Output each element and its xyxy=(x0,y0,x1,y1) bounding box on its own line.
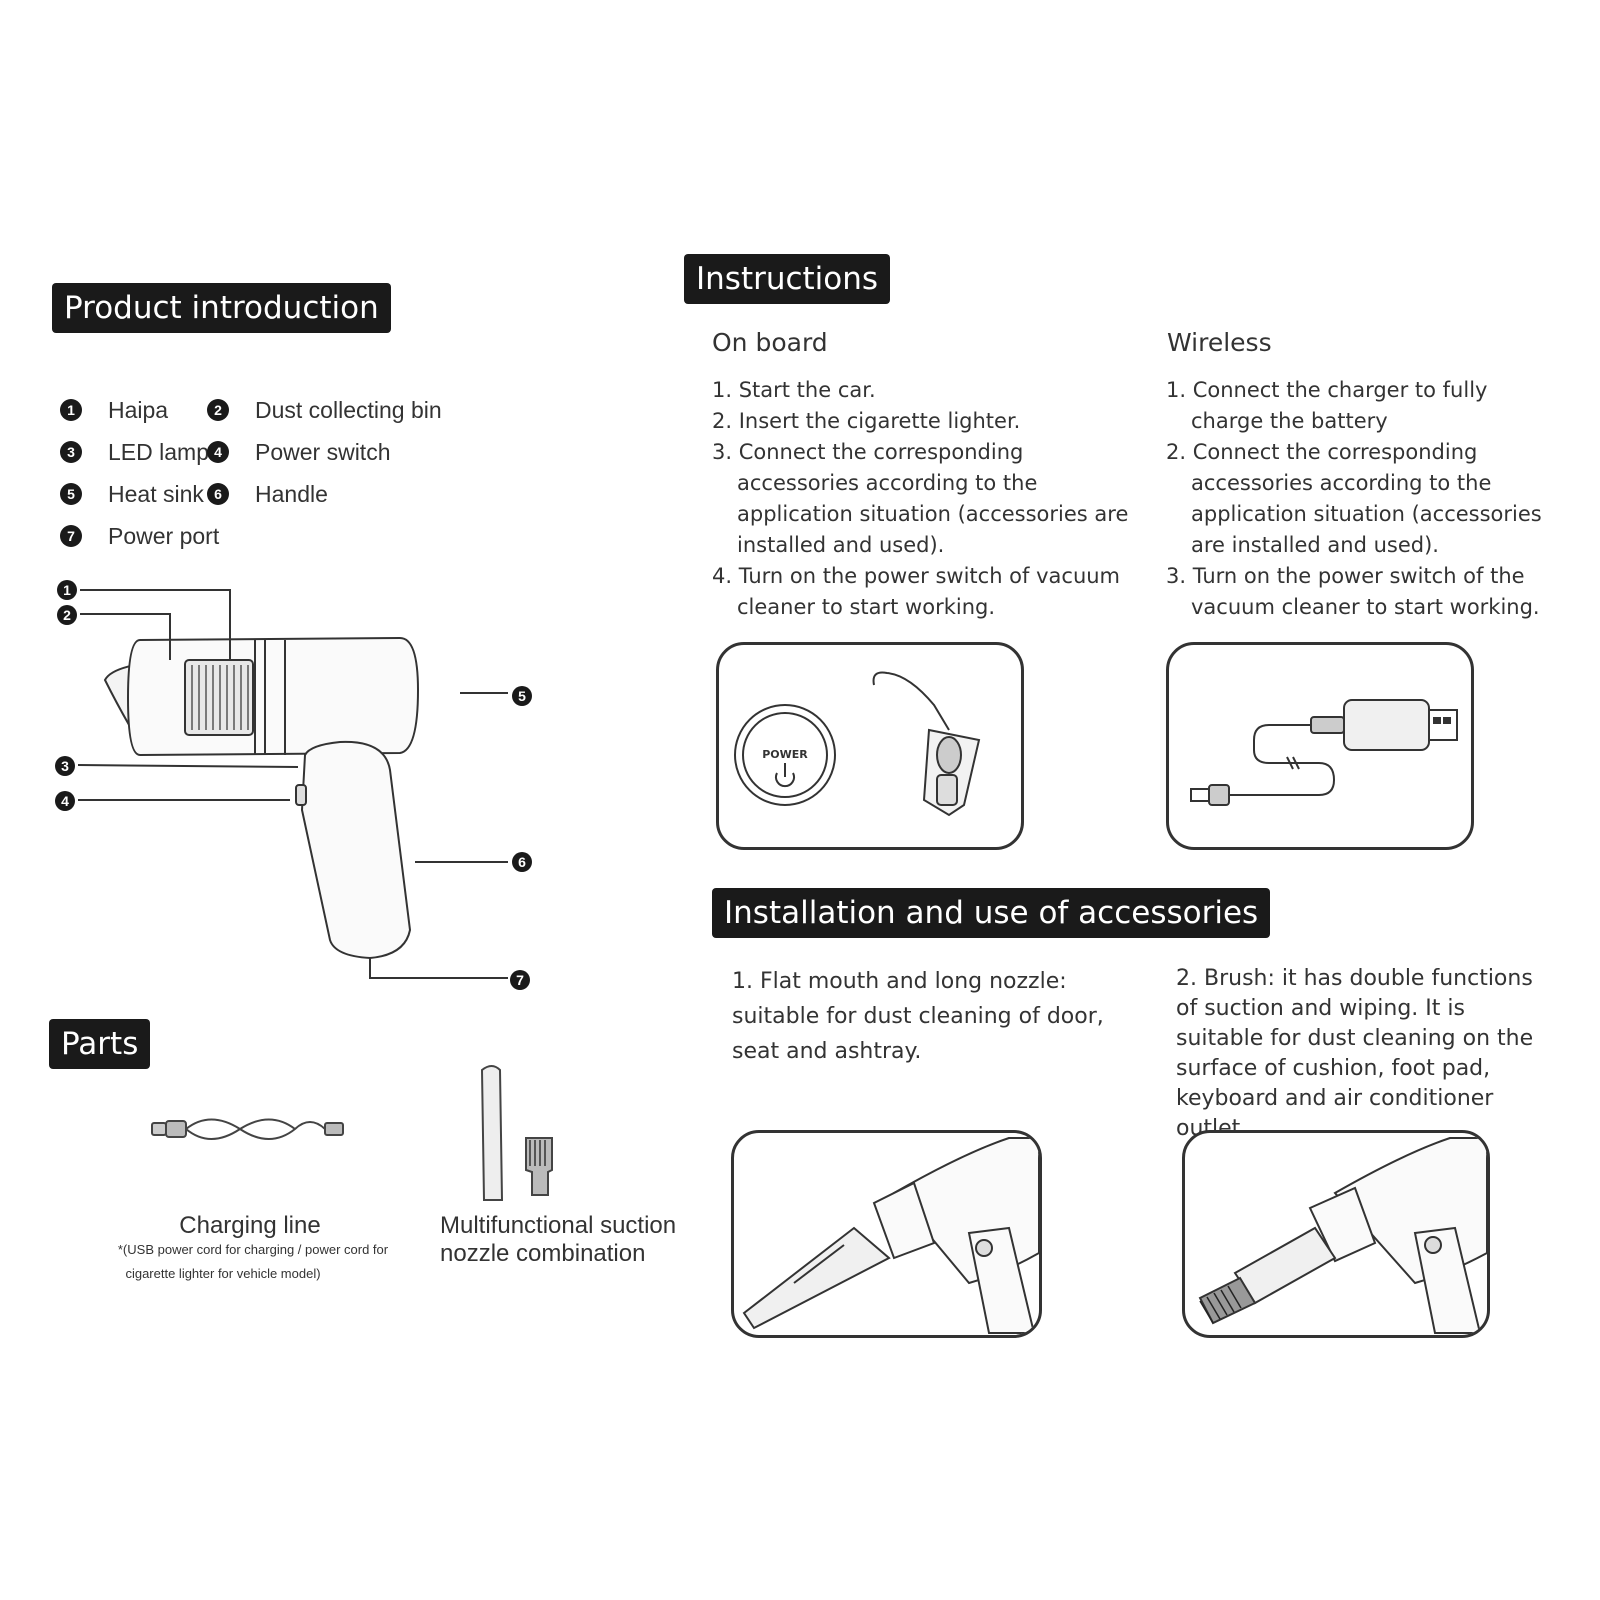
on-board-title: On board xyxy=(712,328,828,357)
callout-5: 5 xyxy=(518,688,526,704)
charging-line-image xyxy=(151,1118,344,1140)
instructions-heading: Instructions xyxy=(684,254,891,304)
power-label: POWER xyxy=(762,748,808,761)
legend-number: 6 xyxy=(207,483,229,505)
step: 3. Turn on the power switch of the vacuu… xyxy=(1166,564,1540,619)
step: 1. Start the car. xyxy=(712,378,876,402)
flat-nozzle-drawing xyxy=(742,1137,1039,1334)
callout-2: 2 xyxy=(63,607,71,623)
callout-1: 1 xyxy=(63,582,71,598)
legend-number: 1 xyxy=(60,399,82,421)
brush-drawing xyxy=(1198,1137,1487,1334)
flat-nozzle-description: 1. Flat mouth and long nozzle: suitable … xyxy=(732,969,1104,1064)
legend-number: 3 xyxy=(60,441,82,463)
legend-label: Handle xyxy=(255,481,328,507)
nozzle-combination-title: Multifunctional suction xyxy=(440,1212,677,1239)
step: 4. Turn on the power switch of vacuum cl… xyxy=(712,564,1121,619)
charging-line-note: cigarette lighter for vehicle model) xyxy=(125,1266,321,1281)
step: 2. Connect the corresponding accessories… xyxy=(1166,440,1542,557)
wireless-title: Wireless xyxy=(1167,328,1272,357)
callout-4: 4 xyxy=(61,793,69,809)
parts-legend: 1 Haipa 2 Dust collecting bin 3 LED lamp… xyxy=(60,395,480,565)
charging-line-title: Charging line xyxy=(179,1212,321,1239)
on-board-steps: 1. Start the car. 2. Insert the cigarett… xyxy=(712,375,1132,623)
wireless-illustration xyxy=(1166,642,1474,850)
callout-6: 6 xyxy=(518,854,526,870)
product-introduction-heading: Product introduction xyxy=(52,283,391,333)
power-button-and-lighter-drawing: POWER xyxy=(734,671,981,817)
legend-label: Power port xyxy=(108,523,220,549)
vacuum-cleaner-diagram: 1 2 3 4 5 6 7 xyxy=(55,580,532,990)
legend-number: 7 xyxy=(60,525,82,547)
step: 3. Connect the corresponding accessories… xyxy=(712,440,1129,557)
step: 1. Connect the charger to fully charge t… xyxy=(1166,378,1488,433)
legend-number: 4 xyxy=(207,441,229,463)
wireless-steps: 1. Connect the charger to fully charge t… xyxy=(1166,375,1566,623)
suction-nozzle-image xyxy=(480,1065,553,1201)
legend-number: 2 xyxy=(207,399,229,421)
callout-3: 3 xyxy=(61,758,69,774)
legend-label: Dust collecting bin xyxy=(255,397,442,423)
legend-number: 5 xyxy=(60,483,82,505)
legend-label: Power switch xyxy=(255,439,391,465)
charging-line-note: *(USB power cord for charging / power co… xyxy=(117,1242,389,1257)
accessories-heading: Installation and use of accessories xyxy=(712,888,1271,938)
on-board-illustration: POWER xyxy=(716,642,1024,850)
legend-label: LED lamp xyxy=(108,439,209,465)
parts-heading: Parts xyxy=(49,1019,151,1069)
callout-7: 7 xyxy=(516,972,524,988)
usb-cable-drawing xyxy=(1190,699,1458,806)
legend-label: Haipa xyxy=(108,397,169,423)
flat-nozzle-illustration xyxy=(731,1130,1042,1338)
brush-description: 2. Brush: it has double functions of suc… xyxy=(1176,966,1534,1141)
brush-illustration xyxy=(1182,1130,1490,1338)
legend-label: Heat sink xyxy=(108,481,204,507)
nozzle-combination-title: nozzle combination xyxy=(440,1240,646,1267)
step: 2. Insert the cigarette lighter. xyxy=(712,409,1021,433)
